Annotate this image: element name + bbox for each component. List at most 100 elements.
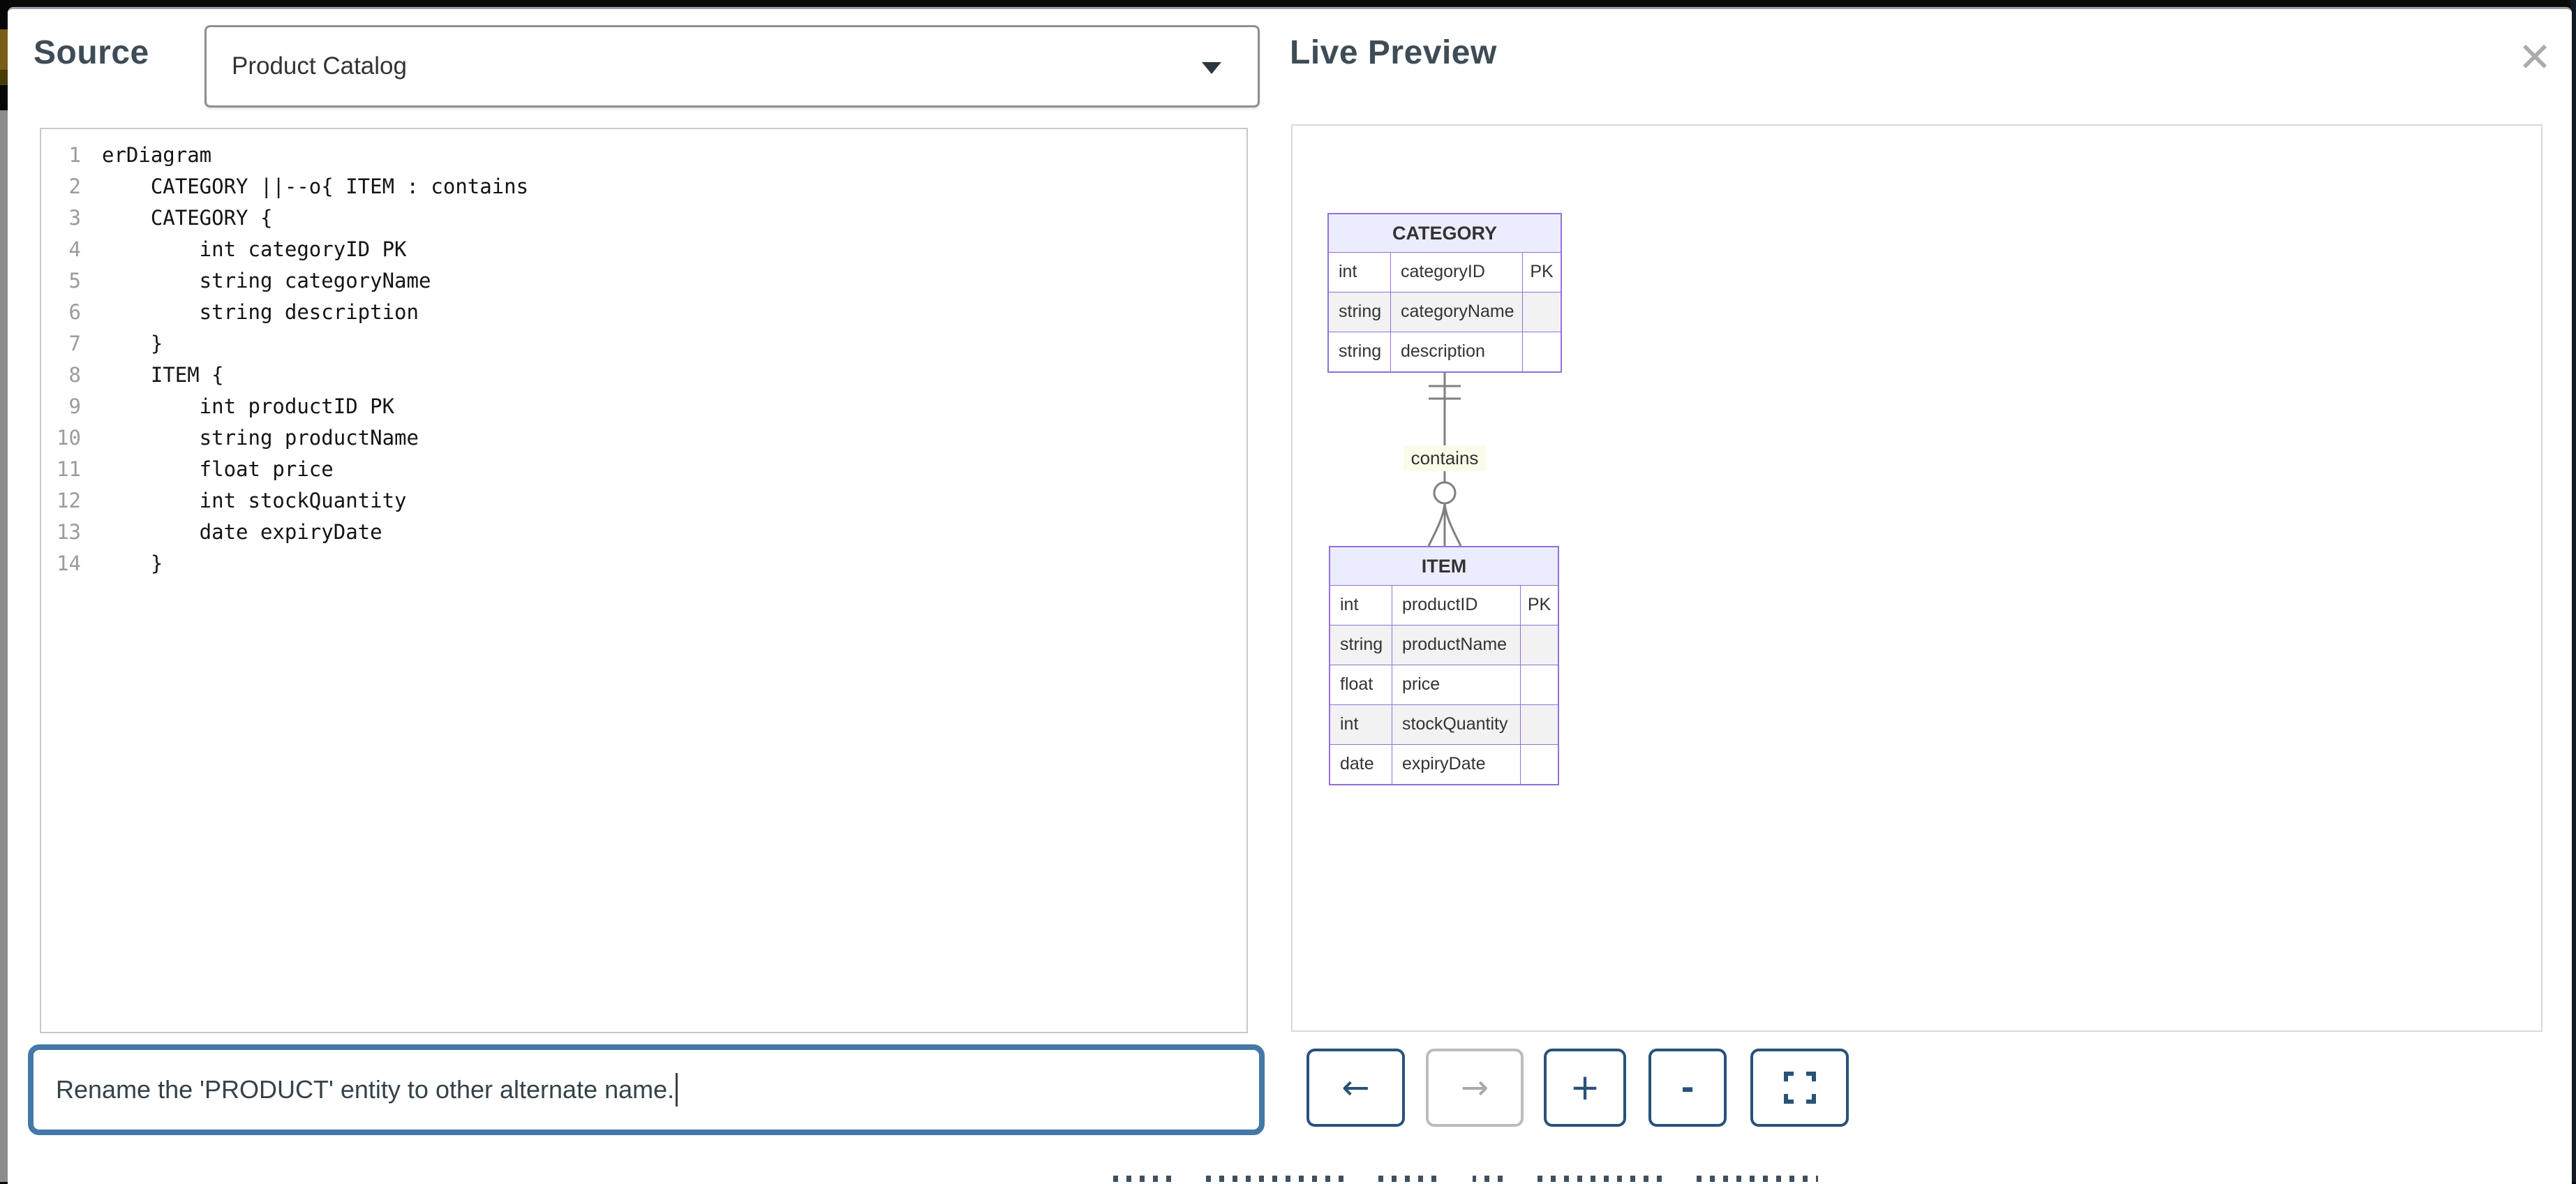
line-text: date expiryDate bbox=[102, 519, 382, 544]
entity-attribute-row: string description bbox=[1329, 332, 1561, 371]
chevron-down-icon bbox=[1202, 62, 1221, 74]
attribute-key bbox=[1521, 626, 1558, 665]
attribute-type: int bbox=[1330, 705, 1392, 744]
source-panel-title: Source bbox=[33, 34, 149, 71]
attribute-key bbox=[1523, 332, 1561, 371]
code-line: 8 ITEM { bbox=[41, 359, 1246, 390]
code-editor[interactable]: 1 erDiagram 2 CATEGORY ||--o{ ITEM : cont… bbox=[40, 128, 1248, 1033]
zoom-in-button[interactable]: + bbox=[1544, 1049, 1626, 1127]
code-line: 4 int categoryID PK bbox=[41, 233, 1246, 265]
attribute-name: price bbox=[1392, 665, 1521, 704]
line-text: } bbox=[102, 551, 163, 575]
dropdown-selected-value: Product Catalog bbox=[232, 52, 407, 80]
close-icon[interactable]: ✕ bbox=[2517, 34, 2552, 81]
er-entity-item: ITEM int productID PK string productName… bbox=[1329, 546, 1559, 785]
entity-attribute-row: int categoryID PK bbox=[1329, 253, 1561, 293]
attribute-name: productName bbox=[1392, 626, 1521, 665]
clipped-footer-text bbox=[1113, 1176, 1818, 1182]
line-text: erDiagram bbox=[102, 142, 212, 167]
er-entity-category: CATEGORY int categoryID PK string catego… bbox=[1327, 213, 1562, 373]
code-line: 11 float price bbox=[41, 453, 1246, 484]
arrow-left-icon: ← bbox=[1341, 1068, 1370, 1107]
fullscreen-button[interactable] bbox=[1750, 1049, 1849, 1127]
diagram-select-dropdown[interactable]: Product Catalog bbox=[204, 25, 1260, 108]
attribute-key bbox=[1523, 293, 1561, 332]
line-number: 5 bbox=[68, 268, 81, 293]
plus-icon: + bbox=[1570, 1067, 1600, 1109]
zoom-out-button[interactable]: - bbox=[1648, 1049, 1727, 1127]
line-number: 3 bbox=[68, 205, 81, 230]
code-line: 9 int productID PK bbox=[41, 390, 1246, 422]
code-line: 3 CATEGORY { bbox=[41, 202, 1246, 233]
text-cursor bbox=[676, 1073, 678, 1107]
code-line: 10 string productName bbox=[41, 422, 1246, 453]
line-text: CATEGORY { bbox=[102, 205, 273, 230]
entity-attribute-row: int stockQuantity bbox=[1330, 705, 1558, 745]
page-edge-top bbox=[0, 0, 2576, 7]
attribute-key: PK bbox=[1527, 595, 1551, 614]
line-number: 9 bbox=[68, 394, 81, 418]
line-number: 6 bbox=[68, 299, 81, 324]
page-edge-left-gray bbox=[0, 110, 8, 1182]
attribute-type: date bbox=[1330, 745, 1392, 784]
attribute-key bbox=[1521, 665, 1558, 704]
forward-button[interactable]: → bbox=[1426, 1049, 1524, 1127]
attribute-type: string bbox=[1330, 626, 1392, 665]
line-number: 10 bbox=[57, 425, 81, 450]
fullscreen-icon bbox=[1783, 1072, 1816, 1104]
back-button[interactable]: ← bbox=[1306, 1049, 1405, 1127]
page-edge-right bbox=[2570, 0, 2576, 1182]
attribute-key bbox=[1521, 705, 1558, 744]
entity-attribute-row: float price bbox=[1330, 665, 1558, 705]
code-line: 2 CATEGORY ||--o{ ITEM : contains bbox=[41, 170, 1246, 202]
attribute-name: stockQuantity bbox=[1392, 705, 1521, 744]
line-number: 2 bbox=[68, 174, 81, 198]
line-number: 13 bbox=[57, 519, 81, 544]
attribute-name: expiryDate bbox=[1392, 745, 1521, 784]
attribute-type: int bbox=[1330, 586, 1392, 625]
code-line: 13 date expiryDate bbox=[41, 516, 1246, 547]
line-number: 14 bbox=[57, 551, 81, 575]
attribute-name: categoryName bbox=[1391, 293, 1523, 332]
entity-name: ITEM bbox=[1330, 547, 1558, 586]
code-line: 14 } bbox=[41, 547, 1246, 579]
line-number: 11 bbox=[57, 457, 81, 481]
page-edge-left-gold-accent bbox=[0, 29, 9, 70]
page-edge-left-gold-accent-dark bbox=[0, 70, 9, 85]
code-line: 12 int stockQuantity bbox=[41, 484, 1246, 516]
prompt-input-value: Rename the 'PRODUCT' entity to other alt… bbox=[56, 1075, 675, 1104]
line-number: 8 bbox=[68, 362, 81, 387]
er-relationship-label: contains bbox=[1404, 445, 1486, 471]
preview-panel-title: Live Preview bbox=[1290, 34, 1497, 71]
code-line: 1 erDiagram bbox=[41, 139, 1246, 170]
attribute-type: float bbox=[1330, 665, 1392, 704]
prompt-input[interactable]: Rename the 'PRODUCT' entity to other alt… bbox=[28, 1044, 1265, 1135]
line-number: 1 bbox=[68, 142, 81, 167]
attribute-name: productID bbox=[1392, 586, 1521, 625]
line-text: string categoryName bbox=[102, 268, 431, 293]
entity-attribute-row: int productID PK bbox=[1330, 586, 1558, 626]
line-text: int productID PK bbox=[102, 394, 395, 418]
line-text: int stockQuantity bbox=[102, 488, 407, 512]
line-text: ITEM { bbox=[102, 362, 224, 387]
line-number: 7 bbox=[68, 331, 81, 355]
code-line: 6 string description bbox=[41, 296, 1246, 327]
minus-icon: - bbox=[1681, 1069, 1695, 1107]
line-number: 12 bbox=[57, 488, 81, 512]
attribute-name: categoryID bbox=[1391, 253, 1523, 292]
line-number: 4 bbox=[68, 237, 81, 261]
line-text: } bbox=[102, 331, 163, 355]
attribute-type: string bbox=[1329, 293, 1391, 332]
entity-attribute-row: string productName bbox=[1330, 626, 1558, 665]
attribute-key: PK bbox=[1530, 262, 1554, 281]
entity-attribute-row: date expiryDate bbox=[1330, 745, 1558, 784]
entity-attribute-row: string categoryName bbox=[1329, 293, 1561, 332]
code-line: 7 } bbox=[41, 327, 1246, 359]
entity-name: CATEGORY bbox=[1329, 214, 1561, 253]
attribute-type: int bbox=[1329, 253, 1391, 292]
line-text: int categoryID PK bbox=[102, 237, 407, 261]
line-text: string productName bbox=[102, 425, 419, 450]
line-text: CATEGORY ||--o{ ITEM : contains bbox=[102, 174, 529, 198]
arrow-right-icon: → bbox=[1460, 1068, 1489, 1107]
